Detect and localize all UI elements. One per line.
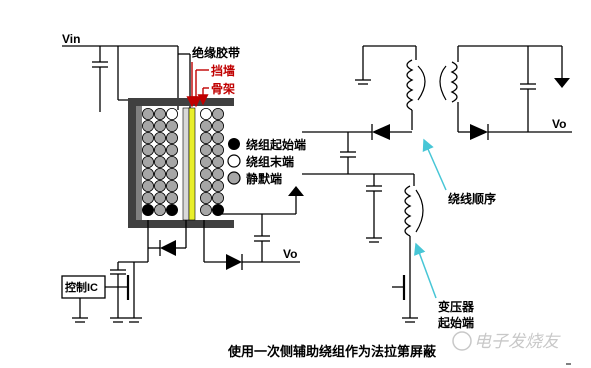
winding-turn [165, 120, 178, 133]
winding-turn [199, 191, 212, 204]
winding-turn [153, 143, 166, 156]
winding-turn [165, 143, 178, 156]
winding-order-label: 绕线顺序 [448, 191, 496, 206]
winding-turn [165, 203, 178, 216]
winding-turn [199, 167, 212, 180]
bobbin-frame [128, 98, 234, 228]
winding-turn [199, 155, 212, 168]
caption: 使用一次侧辅助绕组作为法拉第屏蔽 [227, 344, 437, 359]
structure-labels: 绝缘胶带 挡墙 骨架 [186, 45, 240, 108]
winding-turn [199, 179, 212, 192]
retaining-wall [188, 107, 196, 221]
legend-quiet-dot [227, 171, 241, 185]
winding-turn [153, 203, 166, 216]
winding-turn [165, 191, 178, 204]
right-schematic: Vo [302, 45, 572, 323]
winding-turn [199, 108, 212, 121]
bobbin-label: 骨架 [211, 81, 235, 96]
insulating-tape [182, 107, 190, 221]
winding-cross-section [141, 108, 224, 216]
watermark-logo: 电子发烧友 [452, 331, 561, 351]
vo-left-label: Vo [283, 247, 297, 261]
legend-start-dot [228, 138, 240, 150]
winding-turn [153, 179, 166, 192]
winding-turn [153, 108, 166, 121]
winding-turn [141, 143, 154, 156]
winding-turn [141, 191, 154, 204]
legend-end-dot [227, 154, 241, 168]
winding-turn [211, 191, 224, 204]
winding-turn [199, 143, 212, 156]
winding-turn [153, 167, 166, 180]
winding-turn [165, 131, 178, 144]
winding-turn [199, 131, 212, 144]
winding-turn [153, 120, 166, 133]
winding-turn [153, 155, 166, 168]
winding-turn [141, 120, 154, 133]
winding-turn [199, 120, 212, 133]
annotation-arrows [414, 138, 447, 299]
winding-turn [211, 108, 224, 121]
vo-right-label: Vo [552, 117, 566, 131]
winding-turn [141, 108, 154, 121]
winding-turn [153, 191, 166, 204]
control-ic-label: 控制IC [65, 280, 98, 294]
winding-turn [141, 167, 154, 180]
watermark-text: 电子发烧友 [474, 332, 561, 351]
control-ic-block: 控制IC [61, 275, 106, 299]
legend: 绕组起始端 绕组末端 静默端 [227, 137, 306, 186]
start-end-label: 起始端 [437, 315, 474, 330]
winding-turn [211, 131, 224, 144]
winding-turn [141, 155, 154, 168]
legend-start-label: 绕组起始端 [246, 137, 306, 152]
legend-end-label: 绕组末端 [246, 154, 294, 169]
winding-turn [141, 179, 154, 192]
winding-turn [211, 179, 224, 192]
winding-turn [199, 203, 212, 216]
winding-turn [141, 131, 154, 144]
retaining-wall-label: 挡墙 [211, 63, 235, 78]
winding-turn [165, 167, 178, 180]
left-lower-circuit: Vo [72, 186, 304, 323]
winding-turn [211, 203, 224, 216]
winding-turn [165, 155, 178, 168]
winding-turn [165, 108, 178, 121]
winding-turn [211, 143, 224, 156]
winding-turn [211, 120, 224, 133]
winding-turn [141, 203, 154, 216]
legend-quiet-label: 静默端 [246, 171, 282, 186]
winding-turn [165, 179, 178, 192]
vin-label: Vin [62, 32, 80, 46]
vin-rail: Vin [62, 32, 191, 112]
insulating-tape-label: 绝缘胶带 [192, 45, 240, 60]
winding-turn [153, 131, 166, 144]
winding-turn [211, 167, 224, 180]
winding-turn [211, 155, 224, 168]
transformer-label: 变压器 [438, 299, 475, 314]
